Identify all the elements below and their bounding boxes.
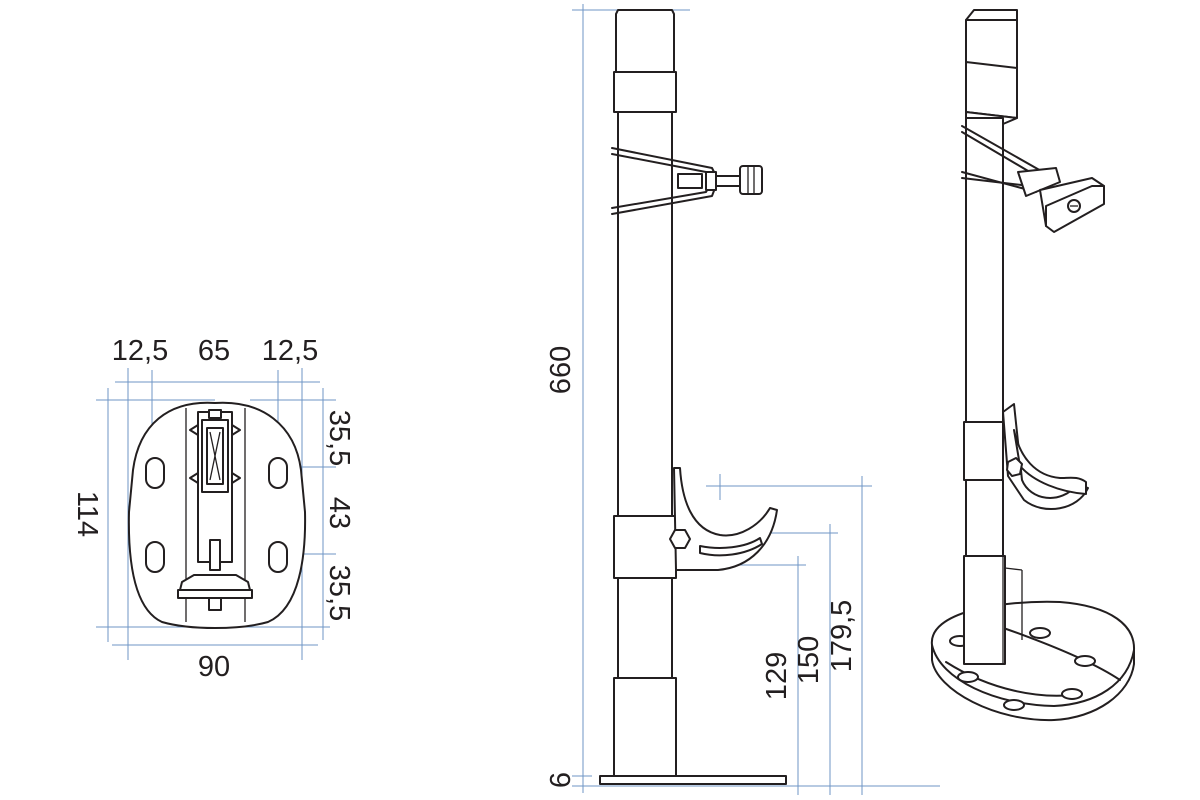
hook-bracket	[613, 467, 778, 579]
foot-plate	[599, 775, 787, 785]
perspective-hook	[1002, 403, 1089, 511]
vertical-pole	[613, 9, 677, 777]
dim-label-slot-pitch: 43	[323, 497, 355, 529]
dim-label-plate-length: 114	[71, 491, 103, 537]
mounting-slots	[145, 457, 288, 573]
dim-label-hook-low: 129	[761, 652, 793, 700]
perspective-view	[930, 9, 1136, 722]
top-clip	[611, 147, 763, 215]
dim-label-plate-width: 90	[198, 651, 230, 683]
perspective-pole	[963, 9, 1023, 665]
side-view	[572, 4, 940, 795]
dim-label-foot-thickness: 6	[545, 772, 577, 788]
perspective-top-clip	[961, 125, 1105, 233]
side-view-dimension-lines	[572, 4, 940, 795]
dim-label-right-margin: 12,5	[262, 335, 318, 367]
perspective-base-plate	[930, 600, 1136, 722]
dim-label-bottom-offset: 35,5	[323, 565, 355, 621]
clamp-mechanism	[177, 409, 253, 611]
base-plate-top-view	[96, 368, 336, 660]
dim-label-hook-high: 179,5	[826, 600, 858, 673]
dim-label-slot-spacing: 65	[198, 335, 230, 367]
dim-label-top-offset: 35,5	[323, 410, 355, 466]
dim-label-hook-mid: 150	[793, 636, 825, 684]
dim-label-left-margin: 12,5	[112, 335, 168, 367]
dim-label-pole-height: 660	[545, 346, 577, 394]
